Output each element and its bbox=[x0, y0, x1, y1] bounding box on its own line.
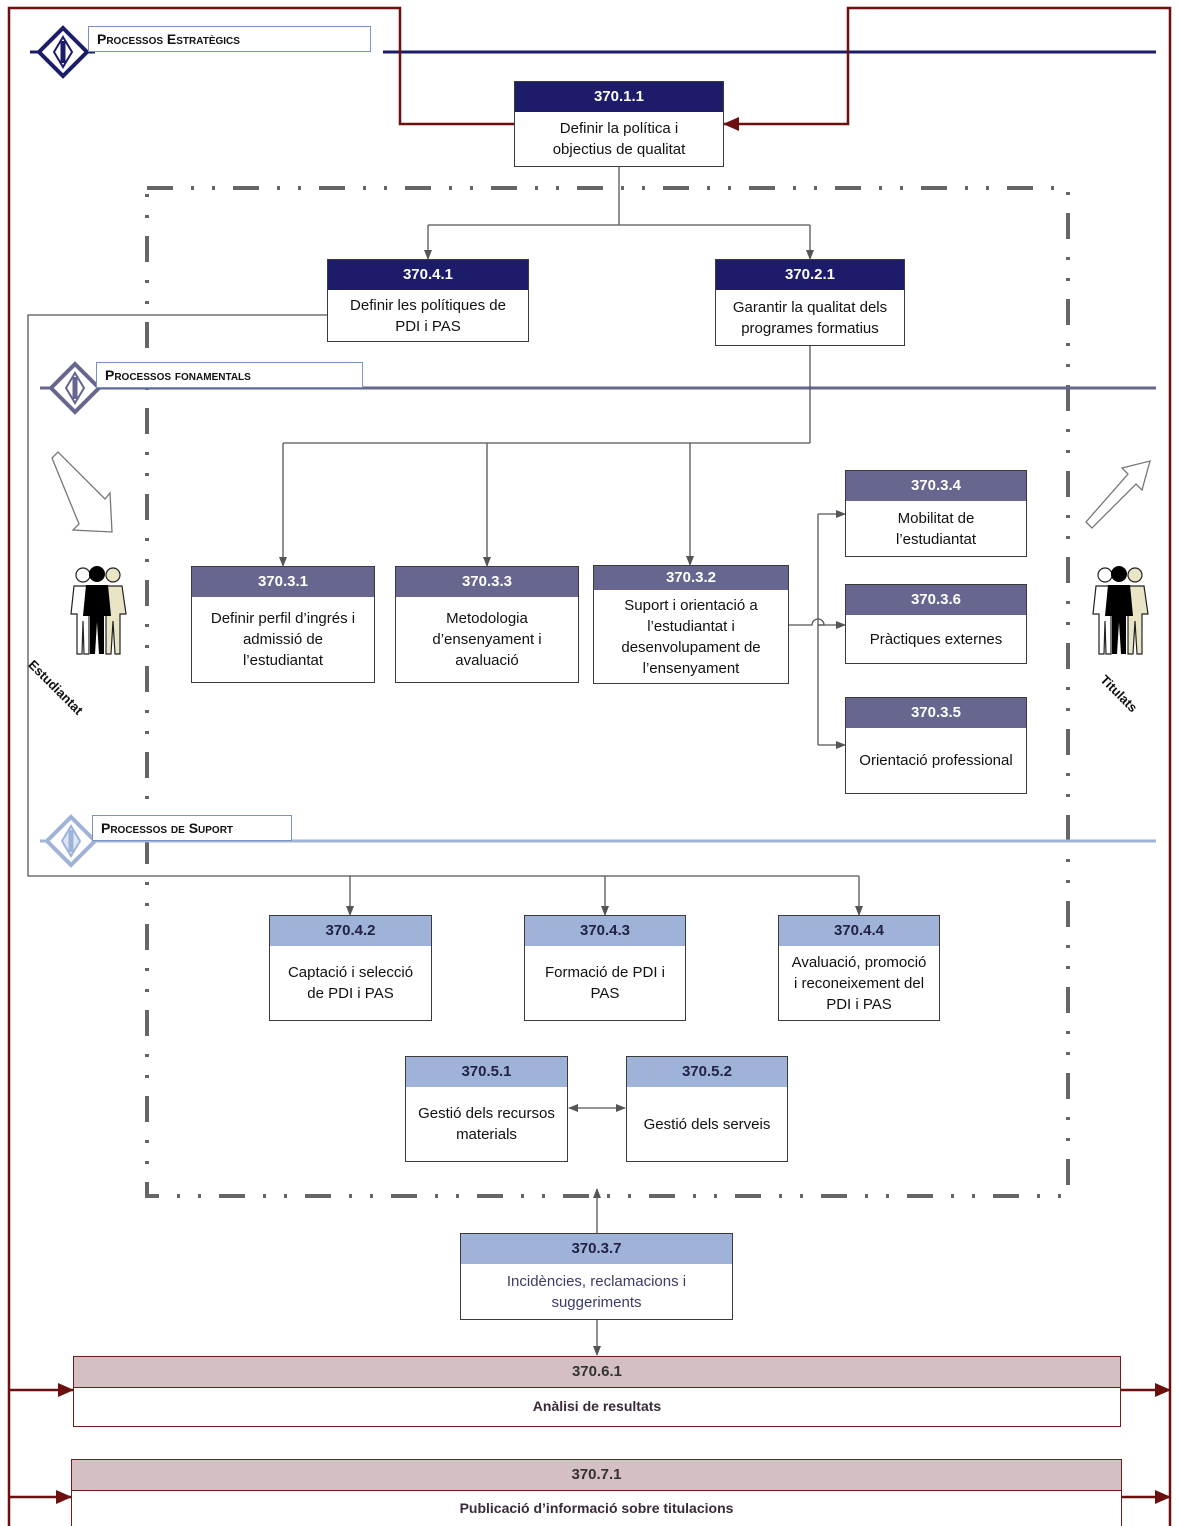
process-box-370-4-1[interactable]: 370.4.1 Definir les polítiques de PDI i … bbox=[327, 259, 529, 342]
process-box-370-4-2[interactable]: 370.4.2 Captació i selecció de PDI i PAS bbox=[269, 915, 432, 1021]
output-arrow-icon bbox=[1085, 460, 1151, 529]
process-title: Garantir la qualitat dels programes form… bbox=[732, 298, 888, 337]
process-box-370-3-5[interactable]: 370.3.5 Orientació professional bbox=[845, 697, 1027, 794]
process-title: Gestió dels recursos materials bbox=[418, 1105, 555, 1143]
process-code: 370.3.6 bbox=[846, 585, 1026, 615]
process-title: Orientació professional bbox=[859, 752, 1013, 769]
fundamental-lane-label: Processos fonamentals bbox=[96, 362, 363, 388]
process-code: 370.7.1 bbox=[72, 1460, 1121, 1491]
support-lane-diamond-icon bbox=[40, 814, 100, 868]
support-lane-label: Processos de Suport bbox=[92, 815, 292, 841]
students-people-icon bbox=[70, 566, 127, 655]
process-code: 370.3.4 bbox=[846, 471, 1026, 501]
process-code: 370.4.1 bbox=[328, 260, 528, 290]
process-title: Captació i selecció de PDI i PAS bbox=[287, 964, 414, 1002]
process-box-370-3-3[interactable]: 370.3.3 Metodologia d’ensenyament i aval… bbox=[395, 566, 579, 683]
process-box-370-2-1[interactable]: 370.2.1 Garantir la qualitat dels progra… bbox=[715, 259, 905, 346]
process-code: 370.3.1 bbox=[192, 567, 374, 597]
process-title: Suport i orientació a l’estudiantat i de… bbox=[621, 596, 761, 677]
process-box-370-5-1[interactable]: 370.5.1 Gestió dels recursos materials bbox=[405, 1056, 568, 1162]
process-code: 370.3.5 bbox=[846, 698, 1026, 728]
process-code: 370.3.3 bbox=[396, 567, 578, 597]
fundamental-lane-diamond-icon bbox=[40, 361, 102, 415]
process-code: 370.2.1 bbox=[716, 260, 904, 290]
strategic-lane-label: Processos Estratègics bbox=[88, 26, 371, 52]
process-code: 370.5.2 bbox=[627, 1057, 787, 1087]
process-box-370-4-4[interactable]: 370.4.4 Avaluació, promoció i reconeixem… bbox=[778, 915, 940, 1021]
process-title: Avaluació, promoció i reconeixement del … bbox=[791, 953, 927, 1013]
process-box-370-5-2[interactable]: 370.5.2 Gestió dels serveis bbox=[626, 1056, 788, 1162]
process-title: Pràctiques externes bbox=[869, 630, 1003, 648]
process-code: 370.3.2 bbox=[594, 566, 788, 590]
process-box-370-1-1[interactable]: 370.1.1 Definir la política i objectius … bbox=[514, 81, 724, 167]
process-title: Incidències, reclamacions i suggeriments bbox=[506, 1272, 687, 1311]
process-title: Formació de PDI i PAS bbox=[544, 964, 666, 1002]
process-code: 370.4.2 bbox=[270, 916, 431, 946]
process-title: Definir la política i objectius de quali… bbox=[552, 120, 686, 158]
process-box-370-3-1[interactable]: 370.3.1 Definir perfil d’ingrés i admiss… bbox=[191, 566, 375, 683]
scope-boundary bbox=[145, 186, 1070, 1198]
process-title: Metodologia d’ensenyament i avaluació bbox=[432, 610, 542, 669]
feedback-loop-lines bbox=[7, 6, 1172, 1526]
process-title: Anàlisi de resultats bbox=[532, 1398, 662, 1414]
process-box-370-3-7[interactable]: 370.3.7 Incidències, reclamacions i sugg… bbox=[460, 1233, 733, 1320]
process-title: Definir les polítiques de PDI i PAS bbox=[350, 296, 506, 335]
graduates-people-icon bbox=[1092, 566, 1149, 655]
process-box-370-7-1[interactable]: 370.7.1 Publicació d’informació sobre ti… bbox=[71, 1459, 1122, 1526]
process-code: 370.6.1 bbox=[74, 1357, 1120, 1388]
connectors bbox=[27, 166, 863, 1356]
process-code: 370.5.1 bbox=[406, 1057, 567, 1087]
process-code: 370.4.3 bbox=[525, 916, 685, 946]
process-code: 370.3.7 bbox=[461, 1234, 732, 1264]
process-box-370-3-4[interactable]: 370.3.4 Mobilitat de l’estudiantat bbox=[845, 470, 1027, 557]
process-title: Gestió dels serveis bbox=[643, 1115, 771, 1133]
process-title: Publicació d’informació sobre titulacion… bbox=[459, 1499, 734, 1516]
process-box-370-3-6[interactable]: 370.3.6 Pràctiques externes bbox=[845, 584, 1027, 664]
process-code: 370.1.1 bbox=[515, 82, 723, 112]
process-title: Definir perfil d’ingrés i admissió de l’… bbox=[210, 610, 356, 669]
process-box-370-4-3[interactable]: 370.4.3 Formació de PDI i PAS bbox=[524, 915, 686, 1021]
input-arrow-icon bbox=[51, 451, 113, 533]
process-box-370-6-1[interactable]: 370.6.1 Anàlisi de resultats bbox=[73, 1356, 1121, 1427]
process-title: Mobilitat de l’estudiantat bbox=[895, 509, 977, 548]
process-code: 370.4.4 bbox=[779, 916, 939, 946]
process-box-370-3-2[interactable]: 370.3.2 Suport i orientació a l’estudian… bbox=[593, 565, 789, 684]
strategic-lane-diamond-icon bbox=[30, 25, 95, 79]
